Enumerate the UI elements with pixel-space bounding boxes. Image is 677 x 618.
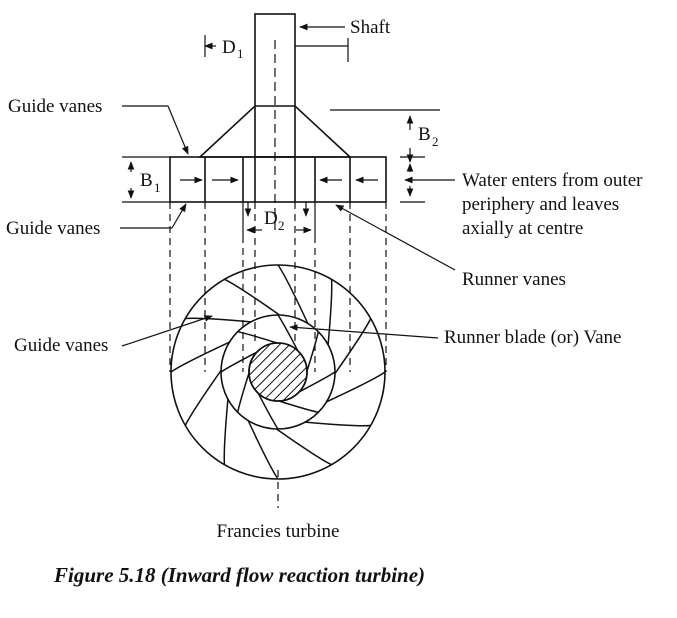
turbine-name-label: Francies turbine — [217, 521, 340, 542]
guide-vane — [223, 399, 229, 465]
guide-vanes-set — [170, 264, 386, 480]
b1-subscript: 1 — [154, 180, 161, 195]
guide-vane — [326, 371, 386, 403]
guide-vanes-label-top: Guide vanes — [8, 96, 102, 117]
d2-label: D — [264, 208, 278, 229]
guide-vane — [170, 341, 230, 373]
plan-view: Guide vanes Runner blade (or) Vane — [14, 264, 621, 480]
water-text-line-2: periphery and leaves — [462, 194, 619, 215]
shaft-hatched-section — [248, 342, 308, 402]
guide-vane — [334, 318, 372, 374]
d1-label: D — [222, 37, 236, 58]
b2-label: B — [418, 124, 431, 145]
sectional-view: D 1 Shaft B 2 B 1 D 2 Guide vanes — [6, 13, 643, 290]
figure-caption: Figure 5.18 (Inward flow reaction turbin… — [53, 563, 425, 587]
guide-vane — [277, 264, 309, 324]
runner-vane — [237, 330, 278, 344]
guide-vane — [276, 428, 332, 466]
runner-vane — [220, 351, 258, 373]
guide-vane — [184, 370, 222, 426]
guide-vanes-label-mid: Guide vanes — [6, 218, 100, 239]
runner-vanes-set — [220, 314, 336, 430]
b1-label: B — [140, 170, 153, 191]
b2-subscript: 2 — [432, 134, 439, 149]
guide-vane — [224, 278, 280, 316]
projection-lines — [169, 202, 387, 372]
runner-vane — [236, 372, 250, 413]
guide-vane — [327, 279, 333, 345]
water-text-line-3: axially at centre — [462, 218, 583, 239]
runner-vane — [306, 331, 320, 372]
vane-strip — [169, 156, 387, 203]
d1-subscript: 1 — [237, 46, 244, 61]
shaft-label: Shaft — [350, 17, 391, 38]
runner-vane — [298, 371, 336, 393]
runner-vane — [278, 400, 319, 414]
runner-vane — [277, 314, 299, 352]
guide-vane — [305, 421, 371, 427]
runner-blade-label: Runner blade (or) Vane — [444, 327, 621, 348]
guide-vane — [247, 420, 279, 480]
d2-subscript: 2 — [278, 218, 285, 233]
runner-vane — [257, 392, 279, 430]
runner-vanes-label: Runner vanes — [462, 269, 566, 290]
guide-vanes-label-bottom: Guide vanes — [14, 335, 108, 356]
water-text-line-1: Water enters from outer — [462, 170, 643, 191]
